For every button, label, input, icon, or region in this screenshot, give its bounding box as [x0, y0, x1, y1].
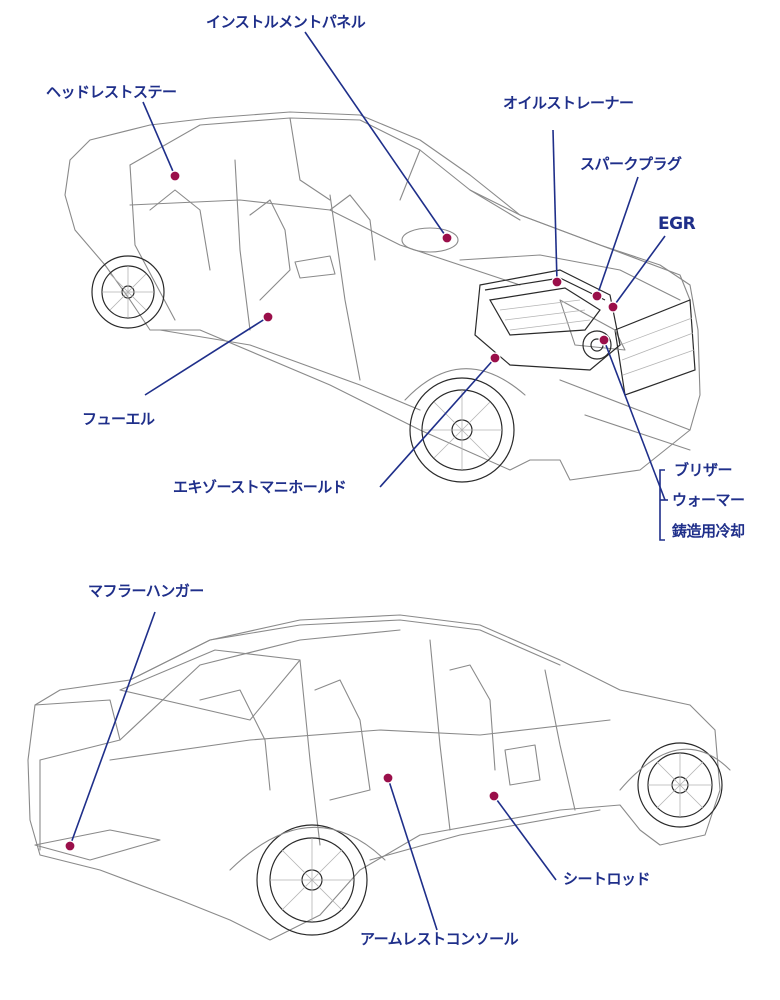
label-oil-strainer: オイルストレーナー: [503, 94, 634, 112]
bottom-rear-wheel: [256, 824, 368, 936]
label-egr: EGR: [658, 214, 696, 234]
leader-instrument-panel: [304, 31, 448, 239]
dot-exhaust-manifold: [489, 352, 501, 364]
dot-instrument-panel: [441, 232, 453, 244]
leader-armrest-console: [387, 777, 438, 931]
label-muffler-hanger: マフラーハンガー: [88, 582, 204, 600]
dot-armrest-console: [382, 772, 394, 784]
leader-fuel: [144, 316, 269, 396]
label-warmer: ウォーマー: [672, 491, 745, 509]
dot-breather-group: [598, 334, 610, 346]
top-front-wheel: [409, 377, 515, 483]
label-spark-plug: スパークプラグ: [580, 155, 682, 173]
dot-egr: [607, 301, 619, 313]
dot-fuel: [262, 311, 274, 323]
leader-spark-plug: [596, 176, 639, 297]
label-casting-cooling: 鋳造用冷却: [672, 522, 745, 540]
leader-egr: [612, 235, 666, 308]
bottom-car-illustration: [27, 614, 731, 941]
bottom-front-wheel: [637, 742, 723, 828]
bracket: [659, 469, 665, 541]
leader-seat-rod: [493, 795, 557, 881]
dot-headrest-stay: [169, 170, 181, 182]
leader-oil-strainer: [552, 129, 558, 283]
label-armrest-console: アームレストコンソール: [360, 930, 519, 948]
label-breather: ブリザー: [674, 461, 733, 479]
label-seat-rod: シートロッド: [563, 870, 651, 888]
leader-headrest-stay: [142, 101, 176, 177]
dot-oil-strainer: [551, 276, 563, 288]
leader-exhaust-manifold: [379, 357, 496, 488]
dot-seat-rod: [488, 790, 500, 802]
leader-muffler-hanger: [69, 611, 156, 847]
engine-block: [474, 269, 621, 371]
leader-bracket: [603, 339, 666, 501]
label-fuel: フューエル: [82, 410, 155, 428]
dot-spark-plug: [591, 290, 603, 302]
label-headrest-stay: ヘッドレストステー: [46, 83, 177, 101]
label-exhaust-manifold: エキゾーストマニホールド: [173, 478, 347, 496]
top-rear-wheel: [91, 255, 165, 329]
label-instrument-panel: インストルメントパネル: [206, 13, 366, 31]
callout-dots: [64, 170, 619, 852]
dot-muffler-hanger: [64, 840, 76, 852]
leader-lines: [69, 31, 668, 931]
top-car-illustration: [64, 111, 701, 483]
